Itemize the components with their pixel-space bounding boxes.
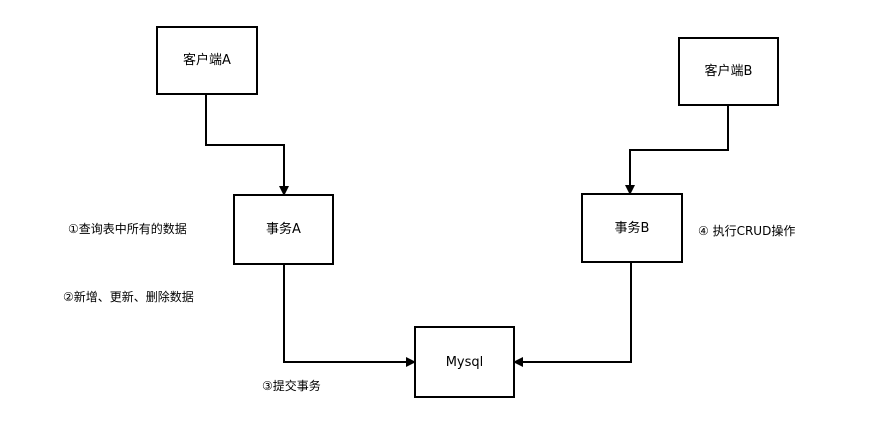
transaction-a-label: 事务A xyxy=(266,222,301,237)
transaction-b-label: 事务B xyxy=(614,220,650,236)
transaction-a-node: 事务A xyxy=(233,194,334,265)
mysql-node: Mysql xyxy=(414,326,515,398)
client-a-node: 客户端A xyxy=(156,26,258,95)
annotation-step-3: ③提交事务 xyxy=(262,379,321,393)
client-b-node: 客户端B xyxy=(678,37,779,106)
client-b-label: 客户端B xyxy=(704,64,753,79)
transaction-b-node: 事务B xyxy=(581,193,683,263)
annotation-step-2: ②新增、更新、删除数据 xyxy=(63,290,194,304)
mysql-label: Mysql xyxy=(445,354,484,370)
connector-client-b-to-transaction-b xyxy=(625,106,729,195)
connector-transaction-a-to-mysql xyxy=(283,265,416,367)
client-a-label: 客户端A xyxy=(183,53,231,68)
connector-transaction-b-to-mysql xyxy=(513,263,632,367)
annotation-step-1: ①查询表中所有的数据 xyxy=(68,222,187,236)
connector-client-a-to-transaction-a xyxy=(205,95,289,196)
annotation-step-4: ④ 执行CRUD操作 xyxy=(698,224,796,238)
